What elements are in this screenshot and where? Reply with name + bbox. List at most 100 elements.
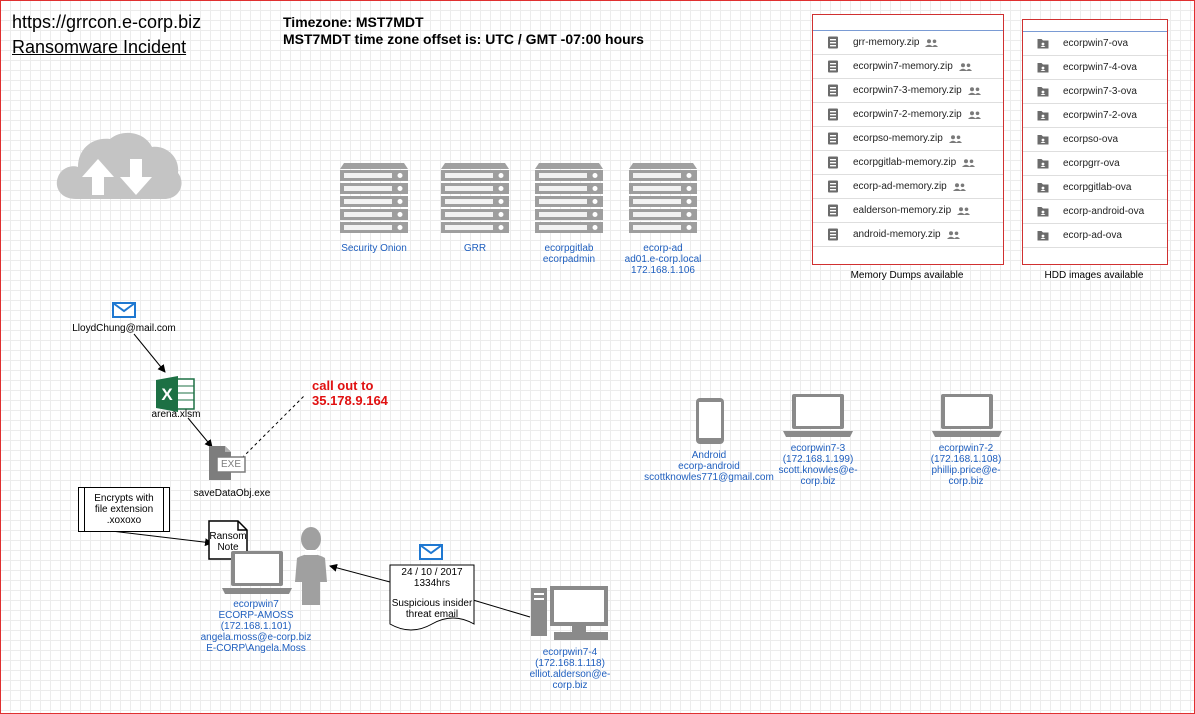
insider-date: 24 / 10 / 2017 <box>401 567 463 578</box>
shared-users-icon <box>962 158 976 167</box>
folder-icon <box>1037 135 1049 145</box>
hdd-image-item[interactable]: ecorpgrr-ova <box>1023 152 1167 176</box>
shared-users-icon <box>952 182 966 191</box>
laptop-win7-3-label: ecorpwin7-3 (172.168.1.199) scott.knowle… <box>766 443 870 487</box>
archive-file-icon <box>828 132 838 145</box>
hdd-image-name: ecorpwin7-4-ova <box>1063 62 1137 73</box>
memory-dump-item[interactable]: grr-memory.zip <box>813 31 1003 55</box>
folder-icon <box>1037 63 1049 73</box>
laptop-email: corp.biz <box>948 476 984 487</box>
archive-file-icon <box>828 84 838 97</box>
shared-users-icon <box>967 110 981 119</box>
hdd-image-item[interactable]: ecorpwin7-3-ova <box>1023 80 1167 104</box>
memory-dumps-caption: Memory Dumps available <box>850 270 964 281</box>
insider-email-note: 24 / 10 / 2017 1334hrs Suspicious inside… <box>389 567 475 620</box>
laptop-icon <box>222 551 292 594</box>
hdd-image-item[interactable]: ecorp-ad-ova <box>1023 224 1167 248</box>
victim-hostname: ECORP-AMOSS <box>218 610 294 621</box>
archive-file-icon <box>828 108 838 121</box>
laptop-email: phillip.price@e- <box>931 465 1001 476</box>
memory-dump-item[interactable]: ecorpgitlab-memory.zip <box>813 151 1003 175</box>
ransom-note-icon <box>208 520 248 560</box>
memory-dump-item[interactable]: ecorpwin7-2-memory.zip <box>813 103 1003 127</box>
memory-dump-name: ecorpgitlab-memory.zip <box>853 157 957 168</box>
arrow-xlsm-to-exe <box>187 417 213 448</box>
memory-dump-name: ealderson-memory.zip <box>853 205 952 216</box>
folder-icon <box>1037 231 1049 241</box>
hdd-image-name: ecorpwin7-ova <box>1063 38 1129 49</box>
memory-dump-item[interactable]: ecorpso-memory.zip <box>813 127 1003 151</box>
callout-text: call out to 35.178.9.164 <box>312 378 388 408</box>
memory-dump-item[interactable]: ecorp-ad-memory.zip <box>813 175 1003 199</box>
laptop-ip: (172.168.1.108) <box>930 454 1002 465</box>
android-email: scottknowles771@gmail.com <box>644 472 774 483</box>
folder-icon <box>1037 183 1049 193</box>
arrow-insider-to-user <box>329 563 391 583</box>
victim-email: angela.moss@e-corp.biz <box>200 632 312 643</box>
laptop-host: ecorpwin7-3 <box>790 443 846 454</box>
hdd-image-item[interactable]: ecorpso-ova <box>1023 128 1167 152</box>
exe-icon-text: EXE <box>220 459 241 470</box>
insider-subject: Suspicious insider <box>391 598 473 609</box>
timezone-label: Timezone: MST7MDT <box>283 14 424 30</box>
desktop-host: ecorpwin7-4 <box>542 647 598 658</box>
shared-users-icon <box>967 86 981 95</box>
laptop-icon <box>932 394 1002 437</box>
server-name: ecorp-ad <box>643 243 683 254</box>
encrypt-extension: .xoxoxo <box>106 515 142 526</box>
hdd-image-item[interactable]: ecorpwin7-ova <box>1023 32 1167 56</box>
memory-dump-name: ecorpwin7-2-memory.zip <box>853 109 962 120</box>
shared-users-icon <box>958 62 972 71</box>
encrypt-line: file extension <box>94 504 154 515</box>
document-shape <box>389 564 475 631</box>
panel-header <box>813 15 1003 31</box>
folder-icon <box>1037 159 1049 169</box>
arrow-encrypt-to-ransom <box>102 529 213 547</box>
memory-dump-item[interactable]: android-memory.zip <box>813 223 1003 247</box>
folder-icon <box>1037 111 1049 121</box>
ransom-note-label: Ransom Note <box>208 531 248 553</box>
memory-dump-item[interactable]: ealderson-memory.zip <box>813 199 1003 223</box>
site-url: https://grrcon.e-corp.biz <box>12 12 202 32</box>
encrypt-process-box: Encrypts with file extension .xoxoxo <box>78 487 170 532</box>
laptop-win7-2-label: ecorpwin7-2 (172.168.1.108) phillip.pric… <box>914 443 1018 487</box>
archive-file-icon <box>828 180 838 193</box>
hdd-image-name: ecorpwin7-2-ova <box>1063 110 1137 121</box>
android-host: ecorp-android <box>678 461 740 472</box>
memory-dump-name: ecorpso-memory.zip <box>853 133 943 144</box>
server-hostname: ad01.e-corp.local <box>624 254 702 265</box>
memory-dump-item[interactable]: ecorpwin7-3-memory.zip <box>813 79 1003 103</box>
svg-text:X: X <box>161 385 173 404</box>
hdd-image-item[interactable]: ecorp-android-ova <box>1023 200 1167 224</box>
laptop-email: scott.knowles@e- <box>778 465 858 476</box>
server-icon <box>629 163 697 233</box>
memory-dump-name: grr-memory.zip <box>853 37 920 48</box>
callout-line: call out to <box>312 378 374 393</box>
email-icon <box>112 302 136 318</box>
server-account: ecorpadmin <box>542 254 596 265</box>
folder-icon <box>1037 39 1049 49</box>
shared-users-icon <box>925 38 939 47</box>
insider-time: 1334hrs <box>413 578 451 589</box>
process-bar-left <box>84 488 85 531</box>
server-name: GRR <box>463 243 487 254</box>
laptop-host: ecorpwin7-2 <box>938 443 994 454</box>
hdd-image-name: ecorpwin7-3-ova <box>1063 86 1137 97</box>
memory-dump-item[interactable]: ecorpwin7-memory.zip <box>813 55 1003 79</box>
memory-dump-name: ecorp-ad-memory.zip <box>853 181 947 192</box>
hdd-image-name: ecorpgitlab-ova <box>1063 182 1132 193</box>
process-bar-right <box>163 488 164 531</box>
victim-ip: (172.168.1.101) <box>220 621 292 632</box>
hdd-image-item[interactable]: ecorpwin7-4-ova <box>1023 56 1167 80</box>
hdd-image-item[interactable]: ecorpgitlab-ova <box>1023 176 1167 200</box>
server-icon <box>535 163 603 233</box>
archive-file-icon <box>828 36 838 49</box>
hdd-image-name: ecorp-ad-ova <box>1063 230 1122 241</box>
hdd-image-item[interactable]: ecorpwin7-2-ova <box>1023 104 1167 128</box>
arrow-email-to-xlsm <box>133 333 166 373</box>
server-name: ecorpgitlab <box>544 243 594 254</box>
server-icon <box>441 163 509 233</box>
folder-icon <box>1037 87 1049 97</box>
